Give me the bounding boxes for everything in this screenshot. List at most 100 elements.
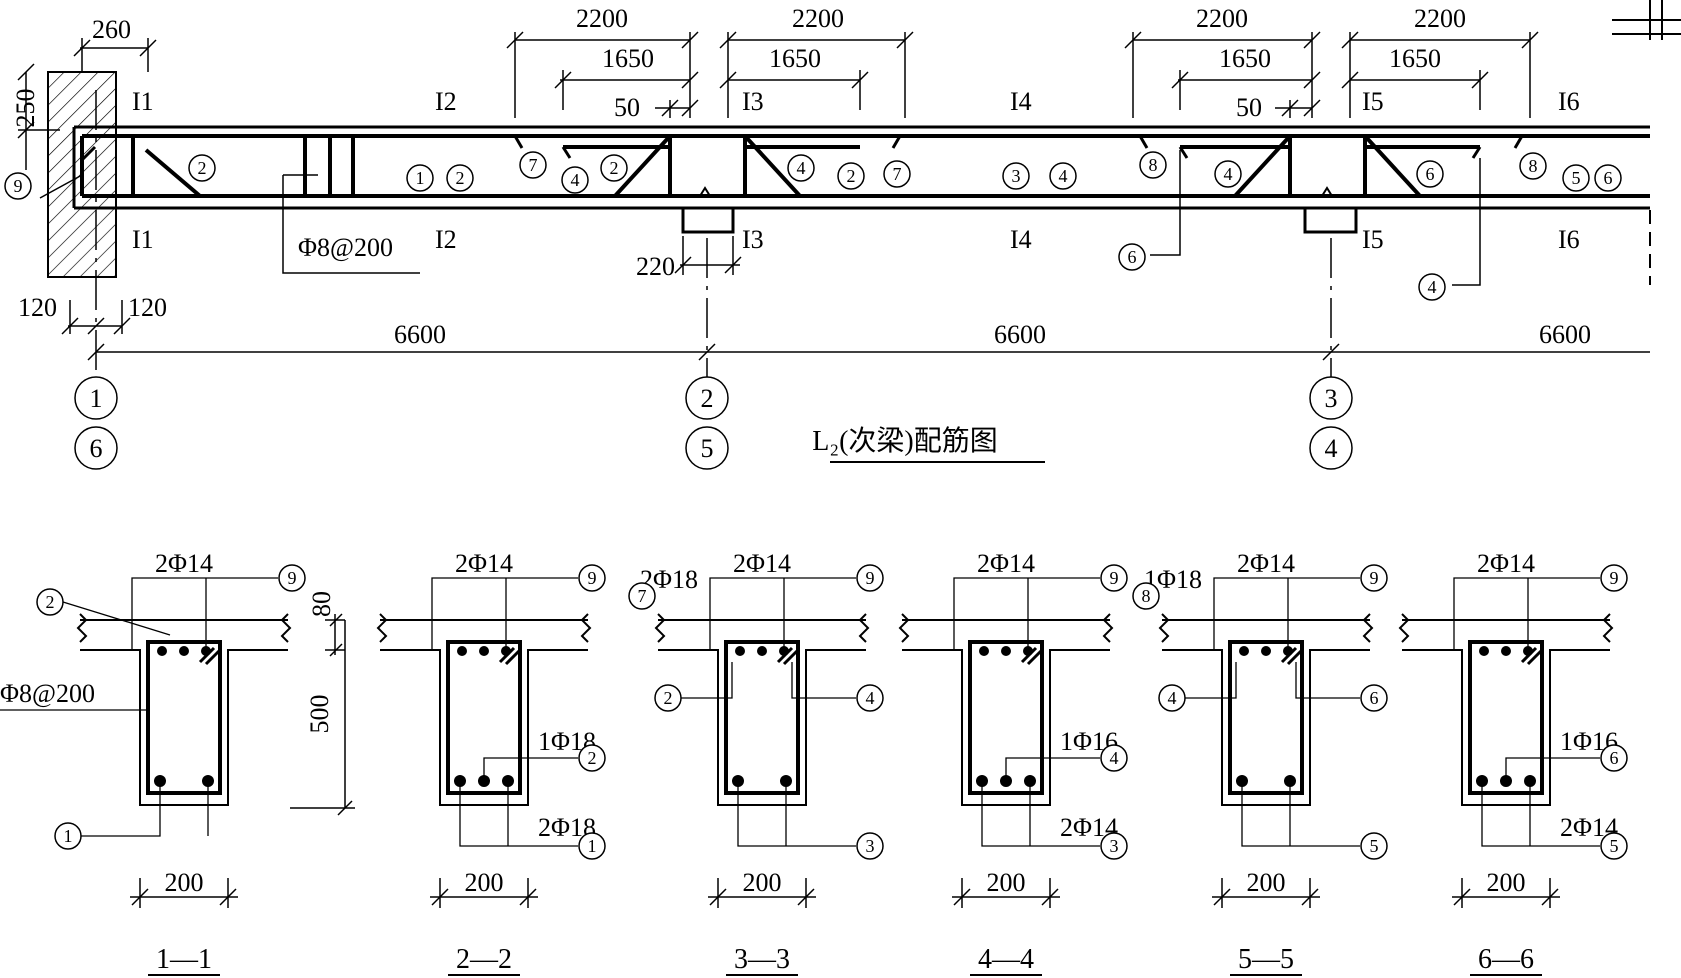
bar-tag-number: 4 <box>1110 748 1119 768</box>
bar-tag-number: 6 <box>90 434 103 463</box>
dim-bend-1: 50 <box>614 93 640 122</box>
bar-tag: 8 <box>1519 152 1547 180</box>
drawing-title: L₂(次梁)配筋图 <box>812 425 998 457</box>
bar-tag-number: 9 <box>1610 568 1619 588</box>
cut-mark: I2 <box>435 87 457 116</box>
bar-tag-number: 9 <box>14 176 23 196</box>
elevation-labels: 260 250 120 120 6600 6600 6600 220 Φ8@20… <box>11 4 1591 349</box>
bar-tag: 7 <box>519 151 547 179</box>
axis-bubble-top: 2 <box>685 376 729 420</box>
bar-tag-number: 6 <box>1128 247 1137 267</box>
section-bottom-tag: 1 <box>54 822 82 850</box>
bar-tag: 4 <box>1214 160 1242 188</box>
section-width-dim <box>952 878 1060 908</box>
bar-tag-number: 6 <box>1426 164 1435 184</box>
bar-tag-number: 2 <box>198 158 207 178</box>
bar-tag-number: 9 <box>866 568 875 588</box>
bar-tag-number: 7 <box>638 586 647 606</box>
bar-tag-number: 9 <box>1370 568 1379 588</box>
section-right-tag: 4 <box>856 684 884 712</box>
axis-bubble-bottom: 5 <box>685 426 729 470</box>
cut-mark: I5 <box>1362 87 1384 116</box>
axis-bubble-top: 1 <box>74 376 118 420</box>
dim-neg-inner-4: 1650 <box>1389 44 1441 73</box>
top-bars: 2Φ14 <box>1237 549 1295 578</box>
negative-bar-dimensions <box>506 31 1539 118</box>
axis-bubble-bottom: 4 <box>1309 426 1353 470</box>
section-5 <box>1158 613 1374 806</box>
stirrup-spec: Φ8@200 <box>298 233 393 262</box>
dim-wall-width: 260 <box>92 15 131 44</box>
bar-tag-number: 1 <box>90 384 103 413</box>
cut-mark: I2 <box>435 225 457 254</box>
bar-tag-number: 6 <box>1604 168 1613 188</box>
section-top-label: 2Φ14 <box>431 549 578 651</box>
section-right-tag: 6 <box>1360 684 1388 712</box>
bar-tag: 8 <box>1139 151 1167 179</box>
bar-tag: 7 <box>883 160 911 188</box>
section-top-tag: 9 <box>278 564 306 592</box>
cut-mark: I6 <box>1558 225 1580 254</box>
section-width-dim <box>130 878 238 908</box>
bar-tag-number: 3 <box>1110 836 1119 856</box>
section-bottom-tag: 5 <box>1360 832 1388 860</box>
bar-tag: 4 <box>1418 273 1446 301</box>
dim-span-1: 6600 <box>394 320 446 349</box>
section-top-label: 2Φ14 <box>953 549 1100 651</box>
bar-tag-number: 8 <box>1142 586 1151 606</box>
bar-tag: 5 <box>1562 164 1590 192</box>
section-left-tag: 2 <box>654 684 682 712</box>
bar-tag-number: 6 <box>1370 688 1379 708</box>
axis-bubble-top: 3 <box>1309 376 1353 420</box>
section-bottom-tag: 5 <box>1600 832 1628 860</box>
cut-mark: I5 <box>1362 225 1384 254</box>
cut-mark: I6 <box>1558 87 1580 116</box>
bar-tag: 6 <box>1118 243 1146 271</box>
axis-bubble-bottom: 6 <box>74 426 118 470</box>
bar-tag-number: 5 <box>1370 836 1379 856</box>
dim-wall-left: 120 <box>18 293 57 322</box>
bar-tag-number: 1 <box>64 826 73 846</box>
bar-tag-number: 3 <box>1012 166 1021 186</box>
cut-mark: I1 <box>132 225 154 254</box>
section-top-tag: 9 <box>1360 564 1388 592</box>
cut-mark: I3 <box>742 225 764 254</box>
section-mid-tag: 2 <box>578 744 606 772</box>
bar-tag-number: 8 <box>1149 155 1158 175</box>
bar-tag-number: 6 <box>1610 748 1619 768</box>
bar-tag: 6 <box>1594 164 1622 192</box>
bar-tag-number: 2 <box>46 592 55 612</box>
section-bottom-tag: 1 <box>578 832 606 860</box>
bar-tag-number: 2 <box>701 384 714 413</box>
section-stirrup-spec: Φ8@200 <box>0 679 95 708</box>
axis-lines <box>17 38 1650 380</box>
section-label: 5—5 <box>1238 944 1294 975</box>
section-label: 2—2 <box>456 944 512 975</box>
bar-tag: 3 <box>1002 162 1030 190</box>
bar-tag-number: 4 <box>1168 688 1177 708</box>
bar-tag-number: 2 <box>588 748 597 768</box>
top-bars: 2Φ14 <box>455 549 513 578</box>
bar-tag-number: 3 <box>866 836 875 856</box>
axis-bubbles: 1 6 2 5 3 4 <box>74 376 1353 470</box>
bar-tag-number: 5 <box>1572 168 1581 188</box>
section-extra-tag: 7 <box>628 582 656 610</box>
dim-bend-2: 50 <box>1236 93 1262 122</box>
bar-tag: 2 <box>188 154 216 182</box>
bar-tag-number: 3 <box>1325 384 1338 413</box>
bar-tag-number: 7 <box>529 155 538 175</box>
dim-neg-inner-1: 1650 <box>602 44 654 73</box>
dim-neg-inner-2: 1650 <box>769 44 821 73</box>
dim-neg-outer-4: 2200 <box>1414 4 1466 33</box>
bar-tag-number: 4 <box>571 170 580 190</box>
top-bars: 2Φ14 <box>155 549 213 578</box>
bar-tag-number: 4 <box>1059 166 1068 186</box>
bar-tag-number: 2 <box>610 158 619 178</box>
section-mid-tag: 4 <box>1100 744 1128 772</box>
dim-neg-inner-3: 1650 <box>1219 44 1271 73</box>
dim-span-2: 6600 <box>994 320 1046 349</box>
section-top-label: 2Φ14 <box>131 549 278 651</box>
bar-tag-number: 4 <box>866 688 875 708</box>
